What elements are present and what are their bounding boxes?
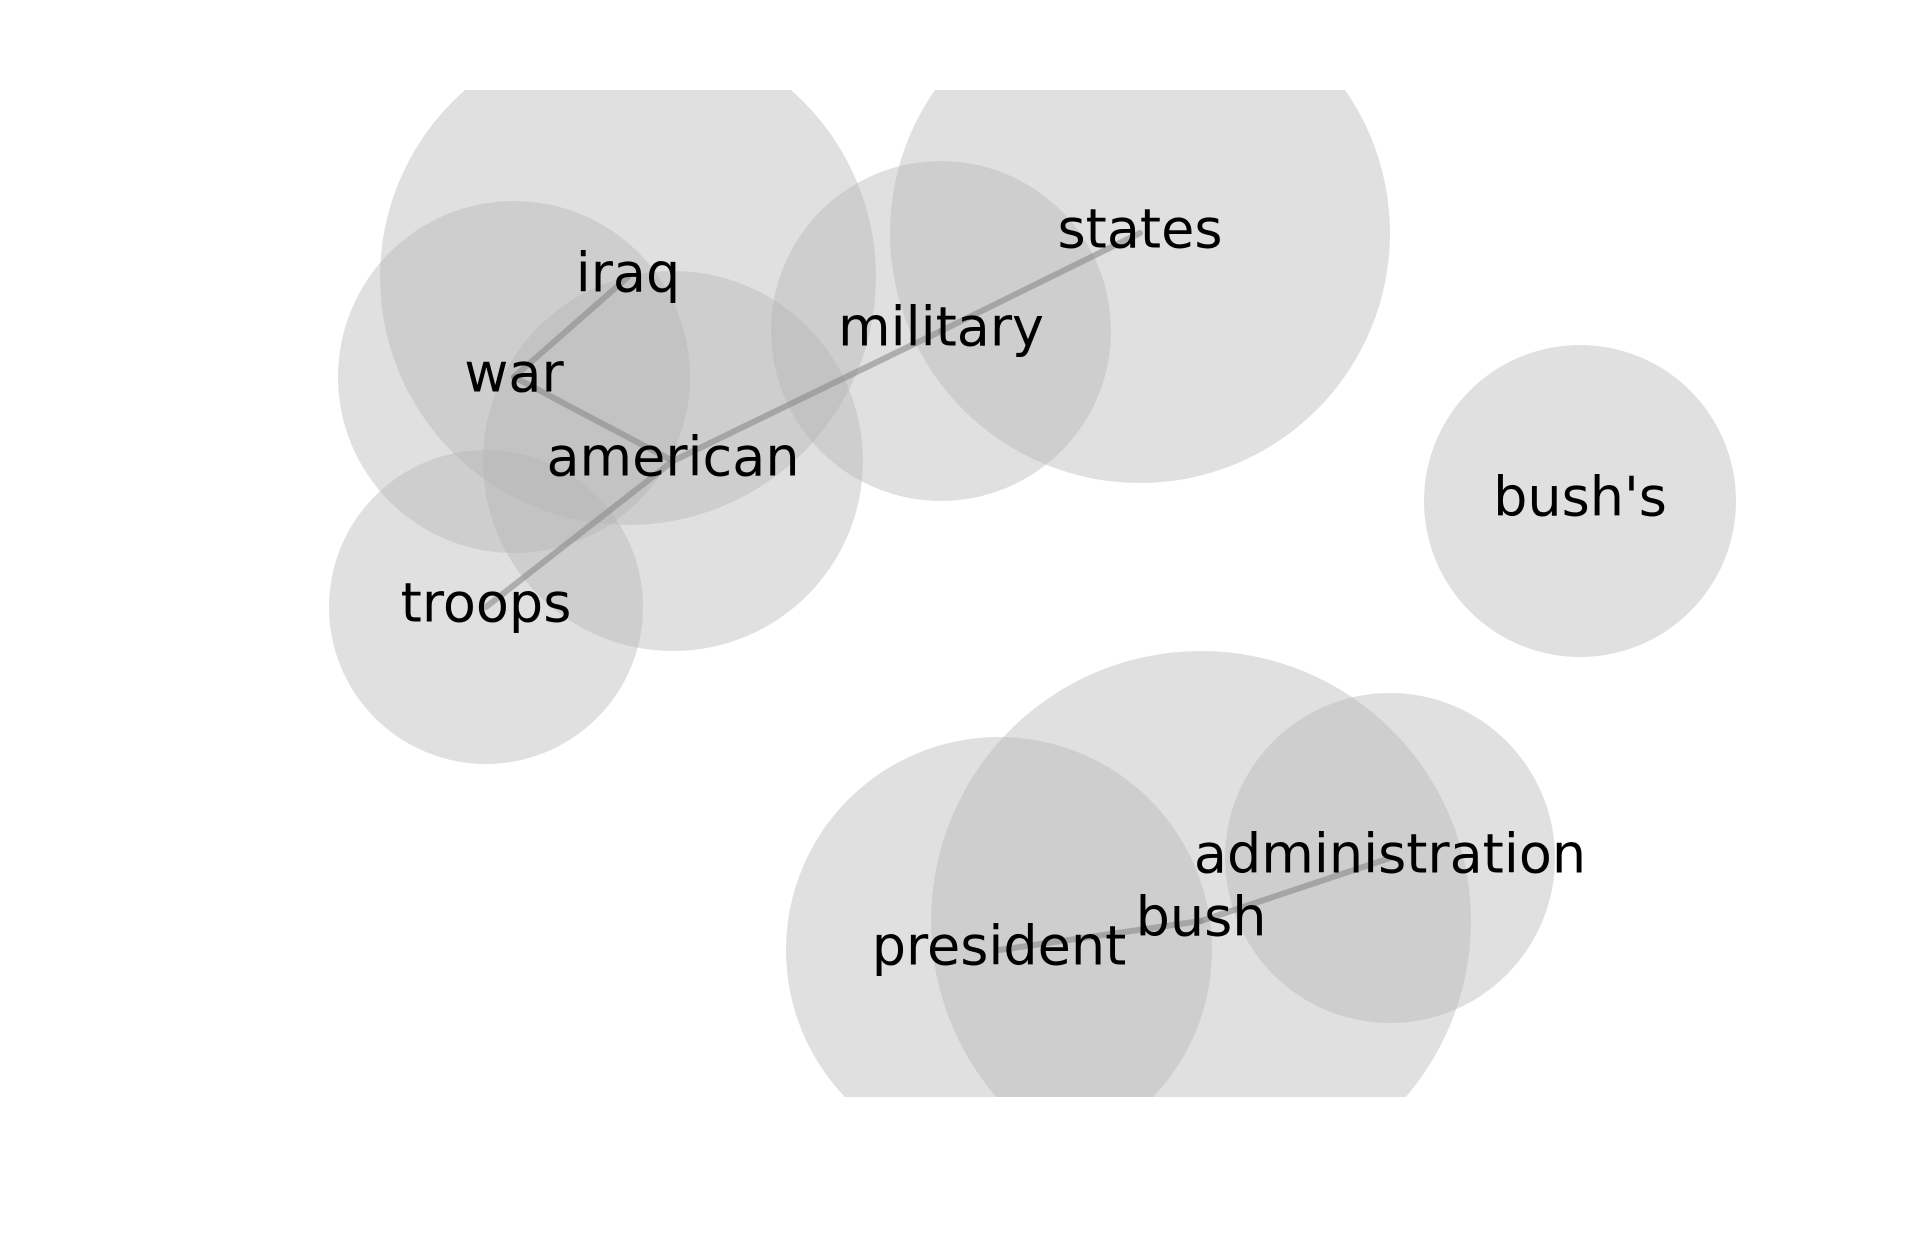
node-circle-bush [931, 651, 1471, 1097]
edge-military-states [938, 230, 1143, 334]
node-label-military: military [838, 296, 1044, 359]
node-labels: iraq states war american military troops bush'… [401, 198, 1667, 978]
node-label-troops: troops [401, 572, 572, 635]
node-label-bush-s: bush's [1493, 466, 1667, 529]
node-label-bush: bush [1136, 886, 1267, 949]
node-circle-president [786, 737, 1212, 1097]
node-circle-states [890, 90, 1390, 483]
node-label-war: war [464, 342, 564, 405]
edge-war-american [511, 374, 676, 464]
edges [483, 230, 1393, 953]
edge-american-military [670, 328, 944, 464]
node-circle-iraq [380, 90, 876, 525]
node-label-states: states [1058, 198, 1223, 261]
edge-bush-administration [1198, 855, 1393, 924]
node-label-president: president [872, 915, 1127, 978]
edge-president-bush [996, 918, 1204, 953]
edge-american-troops [483, 458, 676, 610]
node-label-iraq: iraq [576, 242, 681, 305]
node-circle-bush-s [1424, 345, 1736, 657]
edge-iraq-war [511, 274, 631, 380]
node-label-american: american [546, 426, 799, 489]
node-label-administration: administration [1194, 823, 1586, 886]
